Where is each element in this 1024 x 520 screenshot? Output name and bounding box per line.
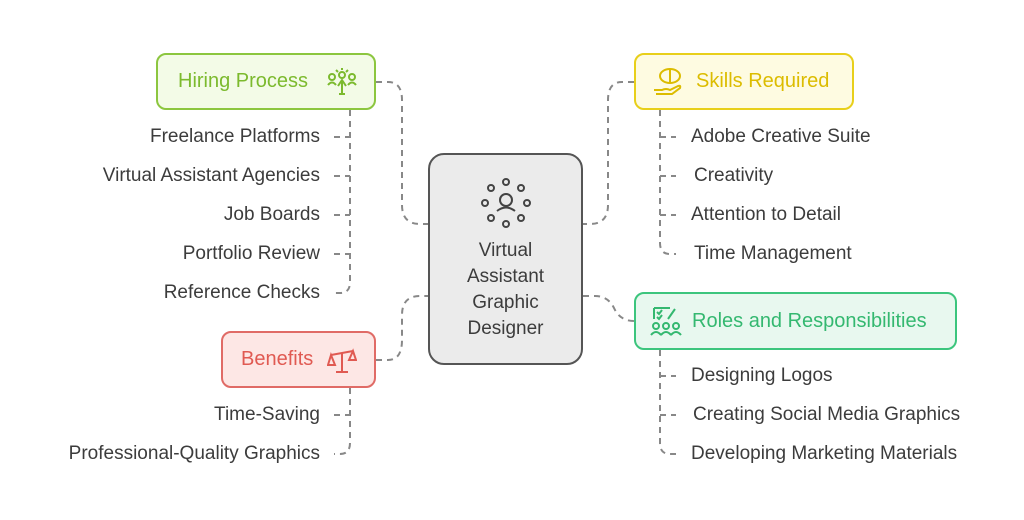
checklist-team-icon	[650, 307, 682, 336]
brain-hand-icon	[654, 67, 682, 95]
skills-item: Creativity	[694, 165, 774, 186]
branch-label: Skills Required	[696, 70, 830, 92]
hiring-item: Reference Checks	[163, 282, 320, 303]
hiring-item: Job Boards	[223, 204, 320, 225]
branch-benefits[interactable]: Benefits	[221, 331, 376, 388]
central-title: Virtual Assistant Graphic Designer	[466, 240, 545, 339]
hiring-item: Portfolio Review	[182, 243, 320, 264]
benefits-item: Time-Saving	[214, 404, 320, 425]
hiring-item: Virtual Assistant Agencies	[102, 165, 320, 186]
hiring-item: Freelance Platforms	[149, 126, 320, 147]
person-network-icon	[480, 178, 531, 228]
branch-hiring-process[interactable]: Hiring Process	[156, 53, 376, 110]
benefits-item: Professional-Quality Graphics	[68, 443, 320, 464]
branch-label: Hiring Process	[178, 70, 309, 92]
scale-icon	[327, 347, 358, 373]
central-topic[interactable]: Virtual Assistant Graphic Designer	[428, 153, 583, 365]
branch-skills-required[interactable]: Skills Required	[634, 53, 854, 110]
roles-item: Designing Logos	[691, 365, 833, 386]
branch-roles-responsibilities[interactable]: Roles and Responsibilities	[634, 292, 957, 350]
branch-label: Roles and Responsibilities	[692, 309, 927, 332]
branch-label: Benefits	[241, 348, 314, 370]
skills-item: Adobe Creative Suite	[691, 126, 871, 147]
skills-item: Attention to Detail	[691, 204, 841, 225]
roles-item: Creating Social Media Graphics	[693, 404, 961, 425]
hiring-people-icon	[327, 67, 357, 95]
skills-item: Time Management	[694, 243, 852, 264]
roles-item: Developing Marketing Materials	[691, 443, 958, 464]
